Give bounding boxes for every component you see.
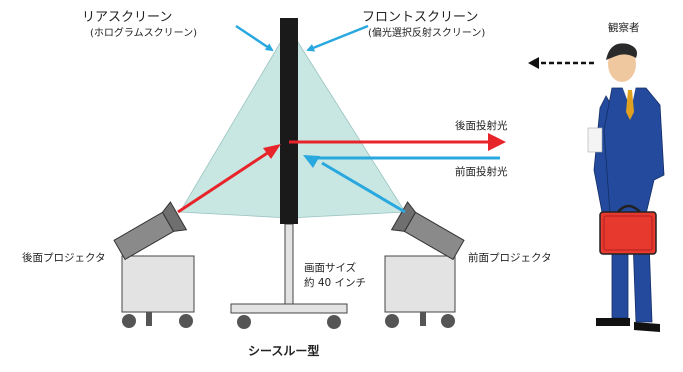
rear-projection-light-label: 後面投射光 <box>455 120 508 132</box>
rear-light-arrow-head <box>488 133 506 151</box>
front-cart-leg <box>420 312 426 326</box>
rear-screen-label: リアスクリーン <box>82 10 173 25</box>
front-projector-cart <box>384 255 456 313</box>
rear-projector-cart <box>121 255 195 313</box>
stand-wheel <box>327 315 341 329</box>
front-projector <box>390 201 465 261</box>
front-cart-wheel <box>441 314 455 328</box>
front-cart-wheel <box>385 314 399 328</box>
screen-stand-pole <box>284 223 294 307</box>
observer-figure <box>587 43 665 332</box>
rear-cart-wheel <box>179 314 193 328</box>
stand-wheel <box>237 315 251 329</box>
diagram-title: シースルー型 <box>248 344 320 358</box>
screen-size-value: 約 40 インチ <box>304 277 367 289</box>
front-projection-light-label: 前面投射光 <box>455 166 508 178</box>
rear-screen-callout <box>235 24 274 52</box>
rear-projection-cone <box>179 26 290 219</box>
rear-cart-wheel <box>122 314 136 328</box>
front-projector-label: 前面プロジェクタ <box>468 252 552 264</box>
rear-cart-leg <box>146 312 152 326</box>
rear-projection-ray-head <box>263 144 281 159</box>
rear-screen-sublabel: (ホログラムスクリーン) <box>90 28 198 39</box>
rear-projection-ray <box>177 148 273 214</box>
front-screen-label: フロントスクリーン <box>362 10 479 25</box>
rear-projector <box>113 201 188 261</box>
front-projection-cone <box>288 26 406 219</box>
observer-label: 観察者 <box>608 22 640 34</box>
observer-view-arrow-head <box>528 57 539 69</box>
front-screen-callout <box>306 24 369 52</box>
front-projection-ray <box>321 161 406 214</box>
front-screen-sublabel: (偏光選択反射スクリーン) <box>368 28 486 39</box>
rear-projector-label: 後面プロジェクタ <box>22 252 106 264</box>
screen-size-label: 画面サイズ <box>304 262 357 274</box>
screen-panel <box>280 18 298 224</box>
briefcase <box>599 204 657 255</box>
screen-stand-base <box>230 303 348 314</box>
